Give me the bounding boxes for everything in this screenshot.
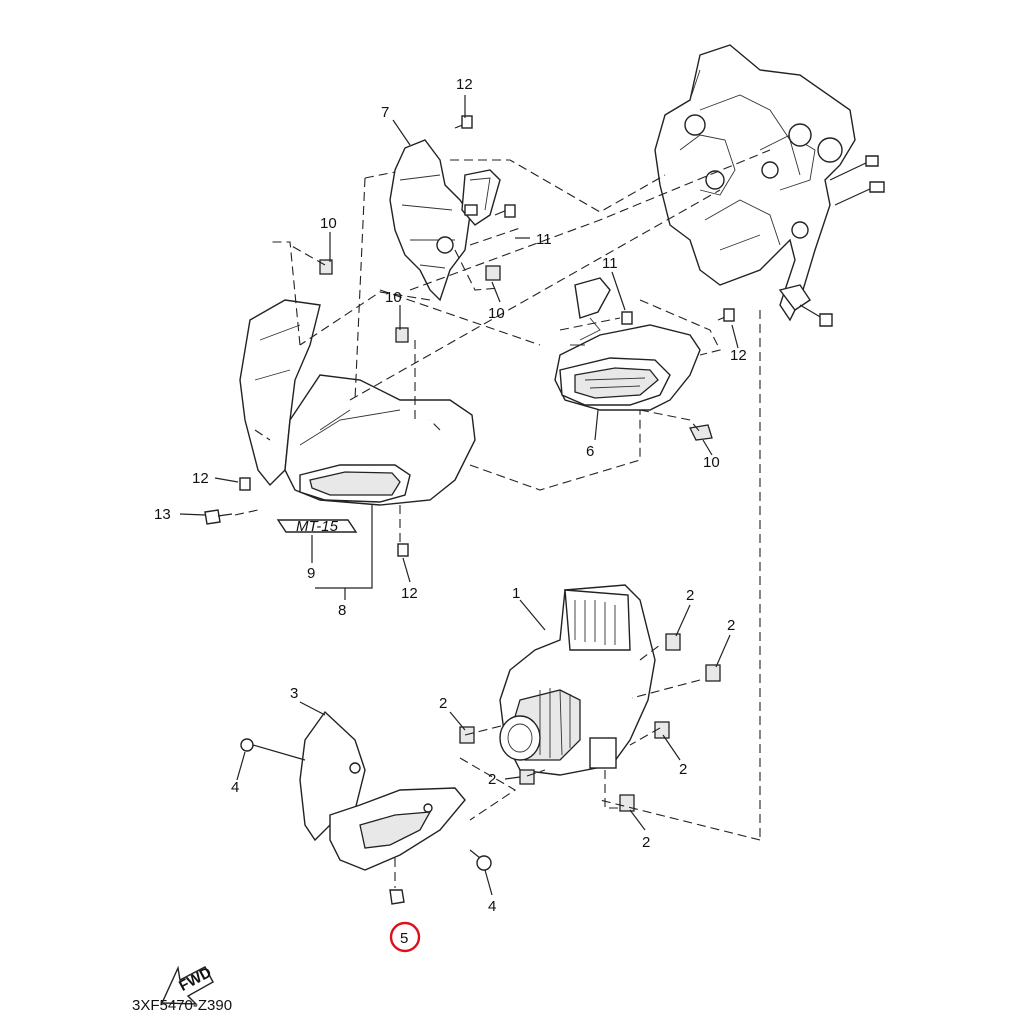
- callout-8: 8: [338, 602, 346, 619]
- callout-1: 1: [512, 585, 520, 602]
- light-duct-unit: [554, 277, 701, 411]
- callout-2: 2: [642, 834, 650, 851]
- callout-10: 10: [488, 305, 505, 322]
- diagram-code: 3XF5470-Z390: [132, 997, 232, 1014]
- callout-7: 7: [381, 104, 389, 121]
- callout-5: 5: [400, 930, 408, 947]
- frame-bolt-icon: [799, 155, 885, 327]
- callout-3: 3: [290, 685, 298, 702]
- headlight-unit: [499, 584, 656, 776]
- callout-10: 10: [385, 289, 402, 306]
- callout-11: 11: [602, 255, 618, 272]
- frame-bracket: [654, 44, 856, 322]
- callout-4: 4: [488, 898, 496, 915]
- callout-2: 2: [439, 695, 447, 712]
- mt-emblem: MT-15: [276, 518, 358, 535]
- callout-9: 9: [307, 565, 315, 582]
- callout-12: 12: [730, 347, 747, 364]
- callout-lines: [179, 95, 739, 896]
- front-cowl: [239, 299, 476, 506]
- callout-2: 2: [686, 587, 694, 604]
- callout-10: 10: [703, 454, 720, 471]
- emblem-text: MT-15: [296, 518, 339, 535]
- callout-6: 6: [586, 443, 594, 460]
- highlighted-callout-5: 5: [389, 921, 421, 953]
- callout-2: 2: [727, 617, 735, 634]
- callout-13: 13: [154, 506, 171, 523]
- callout-12: 12: [192, 470, 209, 487]
- callout-2: 2: [679, 761, 687, 778]
- leader-lines: [234, 149, 771, 888]
- callout-labels: 12 7 10 11 10 10 11 12 6 10 12 13 9 8 12…: [154, 76, 747, 915]
- callout-10: 10: [320, 215, 337, 232]
- bolt-icons: [204, 115, 735, 905]
- callout-4: 4: [231, 779, 239, 796]
- callout-12: 12: [456, 76, 473, 93]
- callout-2: 2: [488, 771, 496, 788]
- lower-cover: [299, 710, 466, 871]
- callout-11: 11: [536, 231, 552, 248]
- headlight-bracket: [389, 139, 501, 302]
- callout-12: 12: [401, 585, 418, 602]
